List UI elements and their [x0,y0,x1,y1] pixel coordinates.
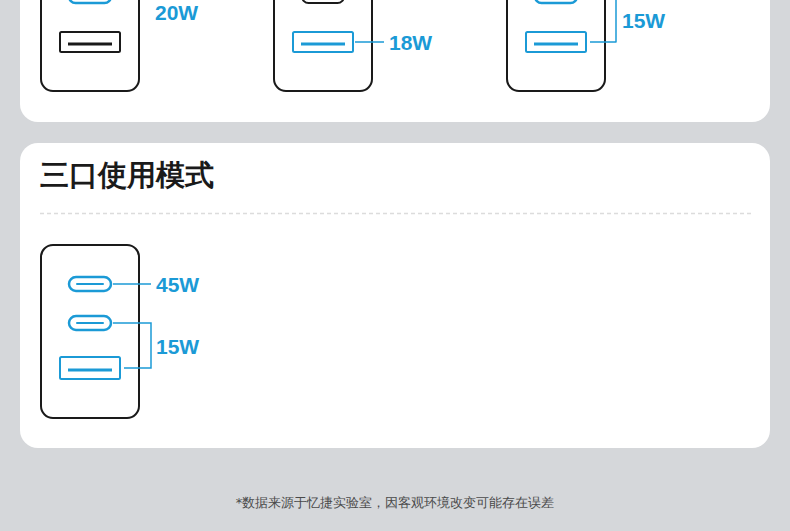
power-label: 20W [155,2,198,23]
chargers-top [41,0,616,91]
power-label: 15W [622,10,665,31]
power-label: 15W [156,336,199,357]
power-label: 45W [156,274,199,295]
power-label: 18W [389,32,432,53]
divider [40,213,752,215]
mode-card: 三口使用模式 [20,143,770,448]
charger-three-port [41,245,151,418]
footnote: *数据来源于忆捷实验室，因客观环境改变可能存在误差 [236,495,555,511]
mode-card [20,143,770,448]
card-backgrounds [20,0,770,448]
section-title: 三口使用模式 [40,158,770,193]
top-card [20,0,770,122]
